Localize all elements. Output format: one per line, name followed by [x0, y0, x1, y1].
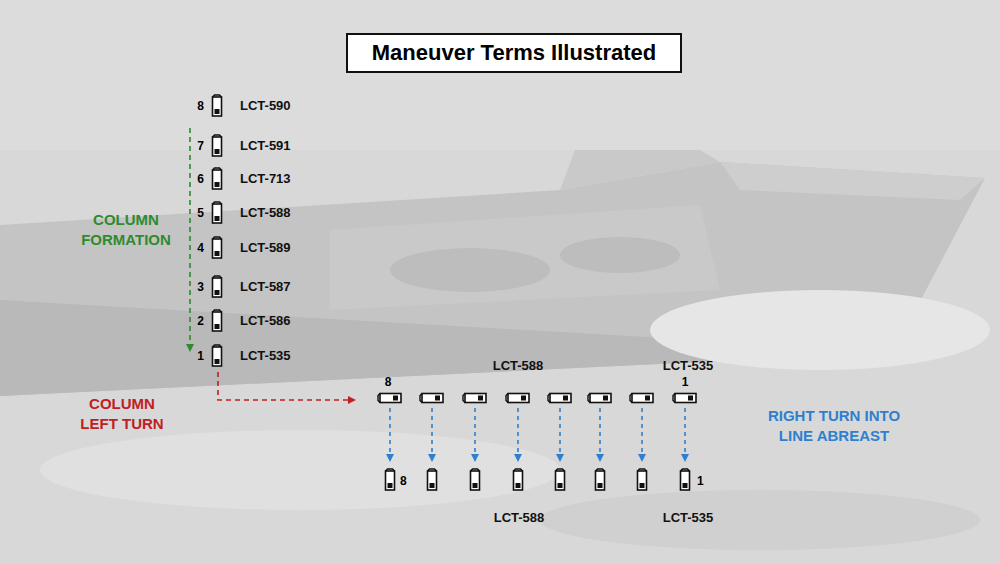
callout-number: 8: [197, 99, 204, 113]
ship-name: LCT-587: [240, 279, 291, 295]
wake: [40, 430, 560, 510]
ship-icon: [213, 345, 222, 366]
turn-arrow: [641, 408, 643, 458]
ship-name: LCT-590: [240, 98, 291, 114]
callout-number: 3: [197, 280, 204, 294]
bow-wake: [650, 290, 990, 370]
ship-name: LCT-591: [240, 138, 291, 154]
ship-name: LCT-589: [240, 240, 291, 256]
ship-icon: [548, 394, 571, 403]
ship-icon: [588, 394, 611, 403]
ship-icon: [213, 237, 222, 258]
ship-name: LCT-713: [240, 171, 291, 187]
callout-number: 5: [197, 206, 204, 220]
callout-number: 1: [197, 349, 204, 363]
turn-arrow: [474, 408, 476, 458]
ship-name: LCT-588: [240, 205, 291, 221]
maneuver-label: COLUMN LEFT TURN: [72, 394, 172, 435]
ship-name: LCT-535: [240, 348, 291, 364]
column-arrow: [189, 128, 191, 348]
ship-icon: [506, 394, 529, 403]
ship-icon: [213, 95, 222, 116]
ship-name: LCT-586: [240, 313, 291, 329]
deck-cargo: [560, 237, 680, 273]
ship-icon: [471, 469, 480, 490]
callout-number: 1: [697, 474, 704, 488]
ship-icon: [386, 469, 395, 490]
callout-number: 7: [197, 139, 204, 153]
callout-number: 2: [197, 314, 204, 328]
boat-wheelhouse: [560, 150, 720, 190]
ship-icon: [213, 276, 222, 297]
ship-icon: [213, 310, 222, 331]
maneuver-label: COLUMN FORMATION: [76, 210, 176, 251]
turn-arrow: [517, 408, 519, 458]
callout-number: 6: [197, 172, 204, 186]
turn-arrow: [559, 408, 561, 458]
ship-icon: [378, 394, 401, 403]
title-box: Maneuver Terms Illustrated: [346, 33, 682, 73]
callout-number: 8: [400, 474, 407, 488]
turn-arrow: [431, 408, 433, 458]
boat-ramp: [720, 162, 985, 200]
maneuver-label: RIGHT TURN INTO LINE ABREAST: [759, 406, 909, 447]
ship-icon: [420, 394, 443, 403]
turn-arrow: [218, 372, 352, 400]
ship-name: LCT-535: [663, 358, 714, 374]
ship-name: LCT-535: [663, 510, 714, 526]
turn-arrow: [599, 408, 601, 458]
ship-icon: [213, 202, 222, 223]
ship-icon: [681, 469, 690, 490]
ship-name: LCT-588: [493, 358, 544, 374]
wave: [540, 490, 980, 550]
ship-icon: [514, 469, 523, 490]
callout-number: 8: [385, 375, 392, 389]
callout-number: 4: [197, 241, 204, 255]
turn-arrow: [684, 408, 686, 458]
ship-icon: [213, 168, 222, 189]
turn-arrow: [389, 408, 391, 458]
deck-cargo: [390, 248, 550, 292]
ship-icon: [630, 394, 653, 403]
ship-icon: [556, 469, 565, 490]
ship-icon: [596, 469, 605, 490]
boat-well-deck: [330, 205, 720, 310]
ship-icon: [673, 394, 696, 403]
ship-name: LCT-588: [494, 510, 545, 526]
callout-number: 1: [682, 375, 689, 389]
title: Maneuver Terms Illustrated: [372, 40, 656, 66]
ship-icon: [638, 469, 647, 490]
ship-icon: [463, 394, 486, 403]
ship-icon: [213, 135, 222, 156]
ship-icon: [428, 469, 437, 490]
sea-far: [0, 0, 1000, 150]
